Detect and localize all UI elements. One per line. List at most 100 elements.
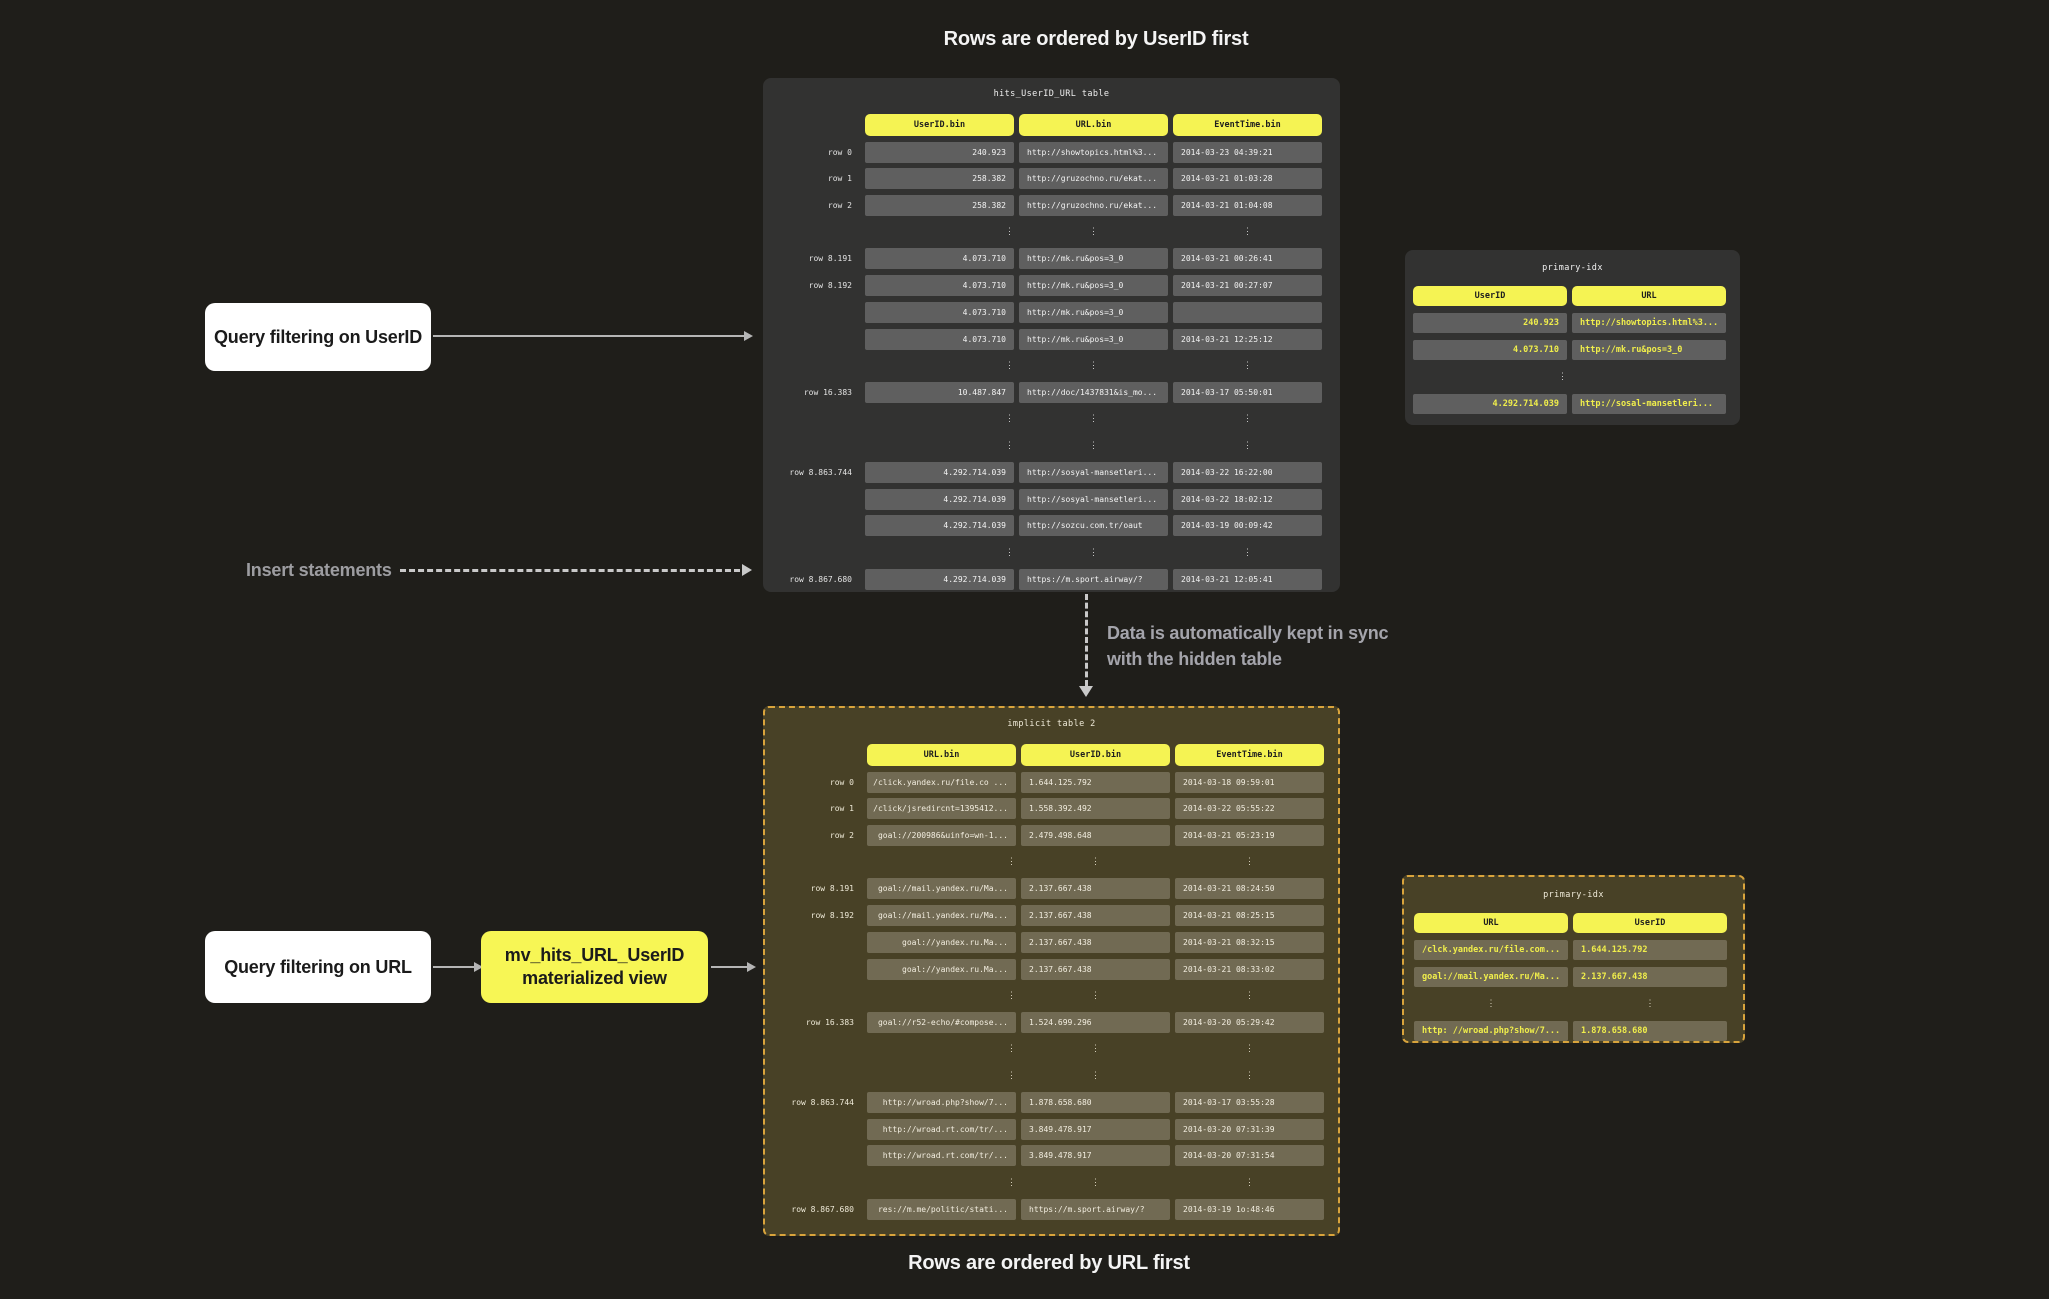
table-cell: goal://mail.yandex.ru/Ma... xyxy=(867,878,1016,900)
query-userid-arrow-line xyxy=(433,335,744,337)
materialized-view-name: mv_hits_URL_UserID xyxy=(504,945,685,965)
table-cell: goal://yandex.ru.Ma... xyxy=(867,958,1016,980)
table-cell: 2014-03-21 05:23:19 xyxy=(1175,825,1324,847)
row-label: row 1 xyxy=(827,174,852,184)
table-cell: http://sosal-mansetleri... xyxy=(1572,394,1726,414)
sync-note-line1: Data is automatically kept in sync xyxy=(1107,623,1389,643)
ellipsis-marker: ⋮ xyxy=(1007,857,1016,868)
row-label xyxy=(768,329,860,350)
table-cell: /click/jsredircnt=1395412... xyxy=(867,798,1016,820)
row-label xyxy=(768,515,860,536)
ellipsis-marker: ⋮ xyxy=(1091,1177,1100,1188)
table-cell: goal://r52-echo/#compose... xyxy=(867,1011,1016,1033)
primary-index-url-title: primary-idx xyxy=(1543,890,1604,900)
arrowhead-right-icon xyxy=(474,962,483,972)
table-cell: https://m.sport.airway/? xyxy=(1021,1198,1170,1220)
insert-statements-arrow-line xyxy=(400,569,740,572)
row-label: row 2 xyxy=(829,831,854,841)
table-cell: 2014-03-20 07:31:39 xyxy=(1175,1118,1324,1140)
row-label: row 2 xyxy=(827,201,852,211)
sync-note: Data is automatically kept in sync with … xyxy=(1107,620,1389,672)
ellipsis-marker: ⋮ xyxy=(1089,414,1098,425)
table-cell: 1.644.125.792 xyxy=(1573,940,1727,960)
table-cell: 1.644.125.792 xyxy=(1021,771,1170,793)
table-cell: 2014-03-21 01:04:08 xyxy=(1173,195,1322,217)
row-label: row 8.192 xyxy=(808,281,852,291)
row-label-spacer xyxy=(770,744,862,765)
ellipsis-marker: ⋮ xyxy=(1007,1177,1016,1188)
column-header: UserID.bin xyxy=(1021,744,1170,766)
ellipsis-marker: ⋮ xyxy=(1091,1044,1100,1055)
table-cell: 2.137.667.438 xyxy=(1021,905,1170,927)
table-cell xyxy=(1173,301,1322,323)
ellipsis-marker: ⋮ xyxy=(1243,440,1252,451)
table-cell: http://wroad.php?show/7... xyxy=(867,1091,1016,1113)
arrowhead-right-icon xyxy=(744,331,753,341)
table-cell: 2014-03-21 08:24:50 xyxy=(1175,878,1324,900)
table-cell: https://m.sport.airway/? xyxy=(1019,568,1168,590)
table-cell: 2014-03-22 18:02:12 xyxy=(1173,488,1322,510)
table-cell: 2014-03-17 05:50:01 xyxy=(1173,381,1322,403)
table-cell: 2014-03-19 00:09:42 xyxy=(1173,515,1322,537)
table-cell: 1.878.658.680 xyxy=(1573,1021,1727,1041)
table-cell: 4.292.714.039 xyxy=(865,488,1014,510)
row-label xyxy=(768,302,860,323)
column-header: UserID.bin xyxy=(865,114,1014,136)
query-url-arrow-line xyxy=(433,966,475,968)
sync-note-line2: with the hidden table xyxy=(1107,649,1282,669)
table-cell: http://gruzochno.ru/ekat... xyxy=(1019,168,1168,190)
ellipsis-marker: ⋮ xyxy=(1245,1070,1254,1081)
materialized-view-box: mv_hits_URL_UserID materialized view xyxy=(481,931,708,1003)
row-label xyxy=(768,542,860,563)
row-label xyxy=(768,355,860,376)
table-cell: http: //wroad.php?show/7... xyxy=(1414,1021,1568,1041)
row-label xyxy=(770,1039,862,1060)
row-label xyxy=(770,1172,862,1193)
table-cell: 3.849.478.917 xyxy=(1021,1118,1170,1140)
table-cell: 4.292.714.039 xyxy=(865,461,1014,483)
row-label xyxy=(770,1065,862,1086)
table-cell: 4.073.710 xyxy=(865,328,1014,350)
table-cell: 2.479.498.648 xyxy=(1021,825,1170,847)
primary-index-userid-title: primary-idx xyxy=(1542,263,1603,273)
table-cell: 2014-03-21 08:25:15 xyxy=(1175,905,1324,927)
table-cell: res://m.me/politic/stati... xyxy=(867,1198,1016,1220)
mv-arrow-line xyxy=(711,966,748,968)
table-cell: goal://mail.yandex.ru/Ma... xyxy=(867,905,1016,927)
row-label: row 8.867.680 xyxy=(789,574,852,584)
table-cell: http://mk.ru&pos=3_0 xyxy=(1572,340,1726,360)
column-header: EventTime.bin xyxy=(1173,114,1322,136)
table-cell: 2.137.667.438 xyxy=(1021,958,1170,980)
row-label: row 16.383 xyxy=(803,387,852,397)
hits-table-title: hits_UserID_URL table xyxy=(993,89,1110,99)
table-cell: 2014-03-21 00:26:41 xyxy=(1173,248,1322,270)
table-cell: /click.yandex.ru/file.co ... xyxy=(867,771,1016,793)
table-cell: 240.923 xyxy=(865,141,1014,163)
row-label xyxy=(770,959,862,980)
ellipsis-marker xyxy=(1572,367,1726,387)
row-label xyxy=(768,435,860,456)
table-cell: 4.292.714.039 xyxy=(1413,394,1567,414)
ellipsis-marker: ⋮ xyxy=(1005,414,1014,425)
query-userid-box: Query filtering on UserID xyxy=(205,303,431,371)
table-cell: goal://yandex.ru.Ma... xyxy=(867,931,1016,953)
table-cell: 240.923 xyxy=(1413,313,1567,333)
table-cell: 4.292.714.039 xyxy=(865,515,1014,537)
table-cell: 2014-03-17 03:55:28 xyxy=(1175,1091,1324,1113)
table-cell: 2014-03-21 08:32:15 xyxy=(1175,931,1324,953)
ellipsis-marker: ⋮ xyxy=(1005,227,1014,238)
table-cell: /clck.yandex.ru/file.com... xyxy=(1414,940,1568,960)
table-cell: 1.524.699.296 xyxy=(1021,1011,1170,1033)
ellipsis-marker: ⋮ xyxy=(1089,227,1098,238)
table-cell: goal://200986&uinfo=wn-1... xyxy=(867,825,1016,847)
table-cell: http://mk.ru&pos=3_0 xyxy=(1019,328,1168,350)
row-label: row 8.192 xyxy=(810,911,854,921)
column-header: UserID xyxy=(1573,913,1727,933)
table-cell: 4.073.710 xyxy=(865,301,1014,323)
table-cell: 2.137.667.438 xyxy=(1573,967,1727,987)
table-cell: http://wroad.rt.com/tr/... xyxy=(867,1118,1016,1140)
